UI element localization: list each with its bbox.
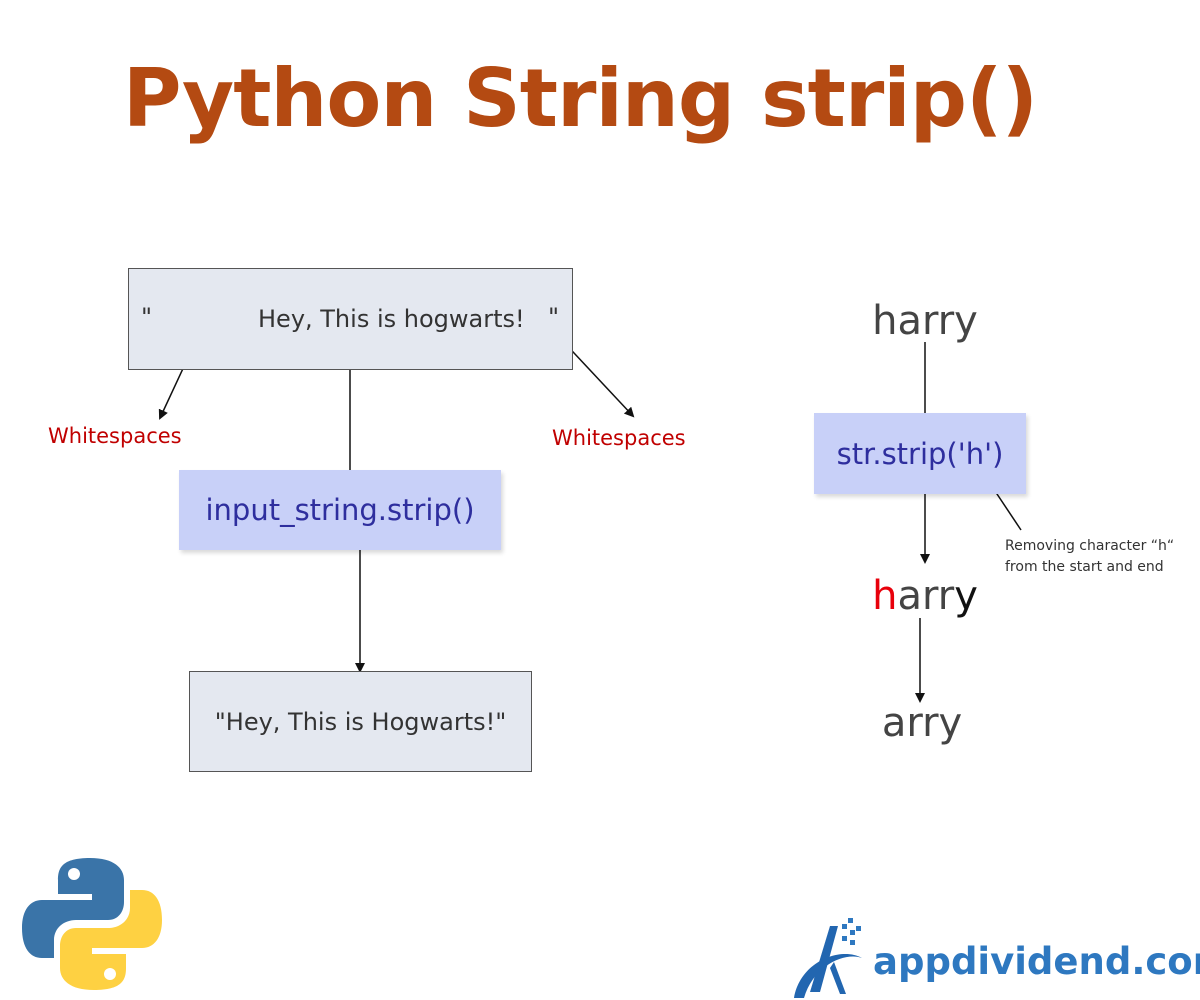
quote-open: " bbox=[141, 303, 153, 331]
output-word: arry bbox=[881, 700, 963, 746]
annotation: Removing character “h“ from the start an… bbox=[1005, 536, 1174, 578]
output-string-box: "Hey, This is Hogwarts!" bbox=[189, 671, 532, 772]
output-text: "Hey, This is Hogwarts!" bbox=[214, 707, 507, 736]
page-title: Python String strip() bbox=[122, 52, 1038, 145]
python-logo-icon bbox=[22, 858, 162, 990]
whitespace-label-left: Whitespaces bbox=[48, 424, 182, 448]
annotation-line: Removing character “h“ bbox=[1005, 538, 1175, 554]
annotation-line: from the start and end bbox=[1005, 559, 1164, 575]
stripped-char: h bbox=[872, 573, 898, 619]
strip-h-box: str.strip('h') bbox=[814, 413, 1026, 494]
brand-name: appdividend.com bbox=[873, 940, 1200, 983]
whitespace-label-right: Whitespaces bbox=[552, 426, 686, 450]
method-text: input_string.strip() bbox=[205, 493, 475, 527]
middle-word: harry bbox=[825, 573, 1025, 619]
appdividend-logo-icon bbox=[794, 918, 862, 998]
input-string-box: " Hey, This is hogwarts! " bbox=[128, 268, 573, 370]
input-text: Hey, This is hogwarts! bbox=[258, 305, 525, 333]
word-middle: arr bbox=[897, 573, 955, 619]
strip-method-box: input_string.strip() bbox=[179, 470, 501, 550]
method-text: str.strip('h') bbox=[836, 436, 1004, 471]
input-word: harry bbox=[872, 298, 978, 344]
word-last: y bbox=[954, 573, 978, 619]
quote-close: " bbox=[548, 303, 560, 331]
